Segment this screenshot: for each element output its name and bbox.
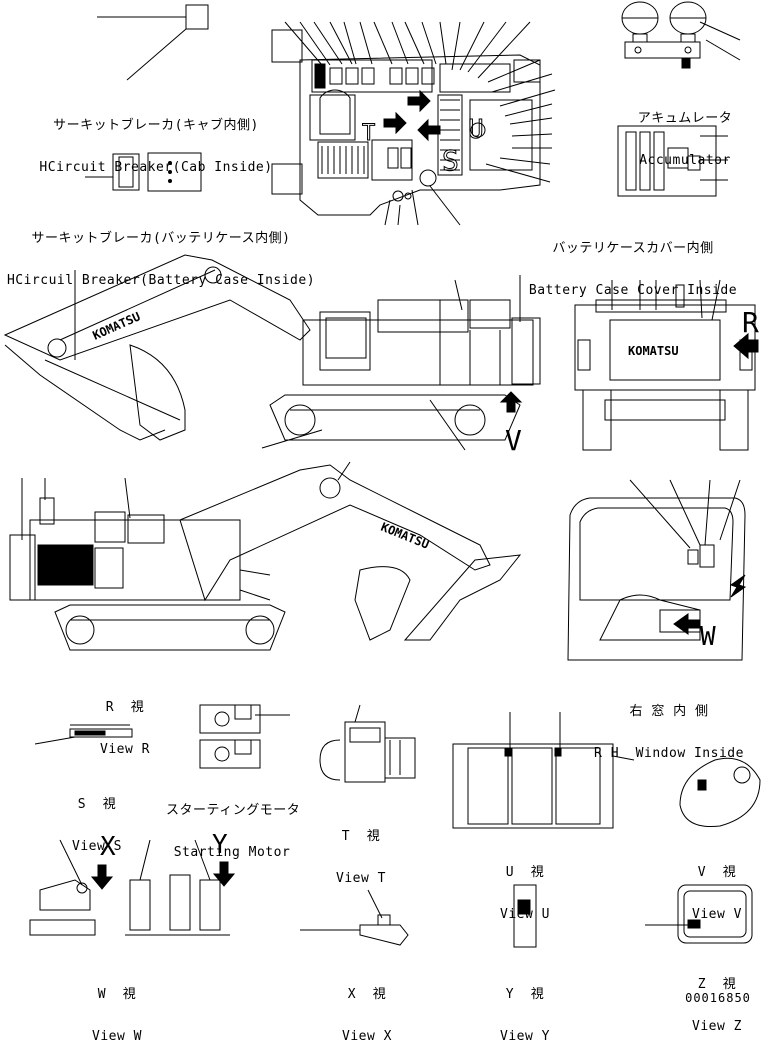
view-w-jp: W 視	[97, 987, 137, 1002]
battery-cover-jp: バッテリケースカバー内側	[552, 241, 714, 256]
view-x-label: X 視 View X	[332, 960, 402, 1058]
view-v-jp: V 視	[697, 865, 737, 880]
rh-window-jp: 右 窓 内 側	[629, 704, 709, 719]
view-z-figure	[645, 884, 753, 944]
view-v-en: View V	[692, 907, 742, 922]
view-y-label: Y 視 View Y	[490, 960, 560, 1058]
battery-cover-label: バッテリケースカバー内側 Battery Case Cover Inside	[524, 214, 742, 312]
rh-window-label: 右 窓 内 側 R H Window Inside	[576, 677, 762, 775]
view-v-figure	[679, 757, 761, 828]
view-t-jp: T 視	[341, 829, 381, 844]
view-x-jp: X 視	[347, 987, 387, 1002]
line-drawing: KOMATSU KOMATSU	[3, 1, 761, 948]
starting-motor-en: Starting Motor	[173, 845, 291, 860]
accumulator-figure	[621, 1, 741, 69]
view-letter-r: R	[742, 306, 759, 339]
accumulator-en: Accumulator	[639, 153, 731, 168]
starting-motor-label: スターティングモータ Starting Motor	[166, 776, 301, 874]
starting-motor-figure	[199, 704, 290, 769]
view-letter-t-plan: T	[362, 121, 375, 146]
view-u-label: U 視 View U	[490, 838, 560, 936]
brand-decal-view-r: KOMATSU	[379, 520, 431, 552]
plan-view-figure	[271, 21, 556, 226]
accumulator-label: アキュムレータ Accumulator	[625, 84, 745, 182]
view-s-figure	[34, 724, 133, 745]
view-t-label: T 視 View T	[326, 802, 396, 900]
view-u-en: View U	[500, 907, 550, 922]
view-s-label: S 視 View S	[62, 770, 132, 868]
circuit-breaker-battery-jp: サーキットブレーカ(バッテリケース内側)	[31, 231, 291, 246]
circuit-breaker-cab-en: HCircuit Breaker(Cab Inside)	[39, 160, 273, 175]
view-letter-u-plan: U	[468, 115, 484, 145]
view-u-jp: U 視	[505, 865, 545, 880]
accumulator-jp: アキュムレータ	[637, 111, 733, 126]
view-letter-v: V	[505, 424, 522, 457]
view-w-en: View W	[92, 1029, 142, 1044]
circuit-breaker-battery-label: サーキットブレーカ(バッテリケース内側) HCircuil Breaker(Ba…	[2, 204, 320, 302]
drawing-number: 00016850	[685, 991, 751, 1005]
battery-cover-figure	[617, 125, 728, 197]
circuit-breaker-cab-label: サーキットブレーカ(キャブ内側) HCircuit Breaker(Cab In…	[28, 91, 284, 189]
view-x-en: View X	[342, 1029, 392, 1044]
view-z-en: View Z	[692, 1019, 742, 1034]
view-r-jp: R 視	[105, 700, 145, 715]
brand-decal-rear: KOMATSU	[628, 344, 679, 358]
view-letter-w: W	[700, 622, 716, 652]
view-z-jp: Z 視	[697, 977, 737, 992]
view-y-en: View Y	[500, 1029, 550, 1044]
view-w-figure	[29, 839, 236, 936]
circuit-breaker-battery-en: HCircuil Breaker(Battery Case Inside)	[6, 273, 316, 288]
view-r-label: R 視 View R	[90, 673, 160, 771]
view-r-en: View R	[100, 742, 150, 757]
rear-view-figure: KOMATSU	[574, 279, 759, 451]
view-x-figure	[300, 889, 409, 946]
view-r-figure: KOMATSU	[9, 461, 522, 651]
view-t-figure	[319, 704, 416, 783]
view-letter-x: X	[100, 832, 116, 862]
battery-cover-en: Battery Case Cover Inside	[528, 283, 738, 298]
circuit-breaker-battery-figure	[85, 152, 202, 192]
view-s-en: View S	[72, 839, 122, 854]
rh-window-figure	[567, 479, 747, 661]
view-t-en: View T	[336, 871, 386, 886]
view-s-jp: S 視	[77, 797, 117, 812]
view-letter-s-plan: S	[442, 144, 459, 177]
view-u-figure	[452, 712, 635, 829]
view-letter-y: Y	[212, 830, 228, 860]
view-w-label: W 視 View W	[82, 960, 152, 1058]
view-y-jp: Y 視	[505, 987, 545, 1002]
view-y-figure	[513, 884, 537, 948]
circuit-breaker-cab-jp: サーキットブレーカ(キャブ内側)	[53, 118, 259, 133]
starting-motor-jp: スターティングモータ	[166, 803, 301, 818]
view-v-label: V 視 View V	[682, 838, 752, 936]
circuit-breaker-cab-figure	[97, 4, 209, 81]
rh-window-en: R H Window Inside	[594, 746, 744, 761]
